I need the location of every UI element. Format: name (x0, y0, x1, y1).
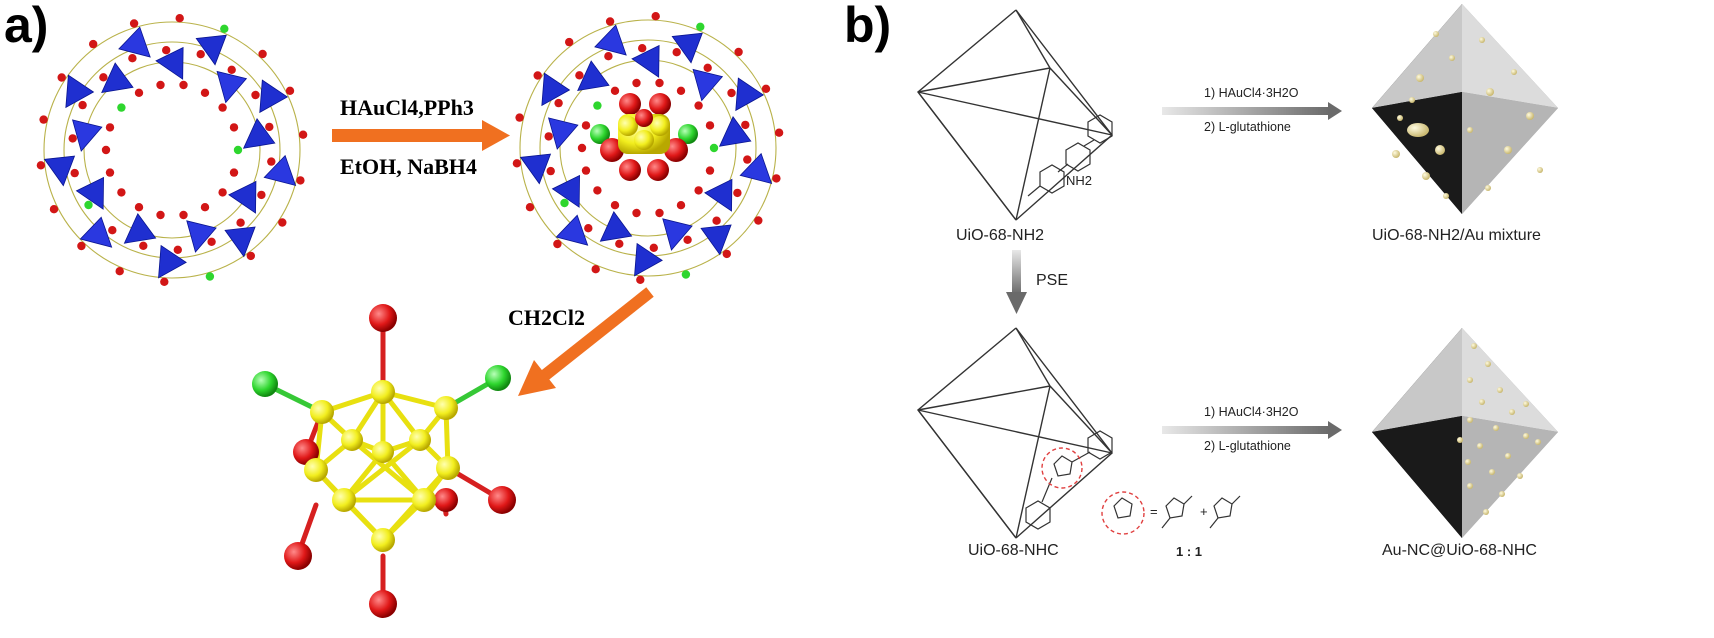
au-particles-bottom (1457, 343, 1541, 515)
arrow-bottom-step2: 2) L-glutathione (1204, 439, 1291, 453)
svg-text:+: + (1200, 504, 1208, 519)
solvent-label: CH2Cl2 (508, 305, 585, 330)
mof-framework-empty (36, 14, 308, 286)
arrow-bottom-step1: 1) HAuCl4·3H2O (1204, 405, 1299, 419)
gray-arrow-bottom (1162, 421, 1342, 439)
pse-label: PSE (1036, 272, 1068, 289)
oxygen-atoms-group-1 (36, 14, 308, 286)
nh2-label: NH2 (1066, 173, 1092, 188)
panel-b-label: b) (844, 0, 891, 53)
uio-nh2-au-label: UiO-68-NH2/Au mixture (1372, 227, 1541, 244)
tetrahedra-group-1 (43, 26, 297, 279)
ratio-label: 1 : 1 (1176, 544, 1202, 559)
reagent-top-label: HAuCl4,PPh3 (340, 95, 474, 120)
uio-nh2-label: UiO-68-NH2 (956, 227, 1044, 244)
au-particles-top (1392, 31, 1543, 199)
reaction-arrow-right (332, 120, 510, 151)
octahedron-uio-nh2: NH2 (917, 9, 1113, 221)
oxygen-atoms-group-2 (512, 12, 784, 284)
au-cluster-structure (252, 304, 516, 618)
octahedron-au-nc (1372, 328, 1558, 538)
au-nc-label: Au-NC@UiO-68-NHC (1382, 542, 1537, 559)
tetrahedra-group-2 (519, 24, 773, 277)
arrow-top-step2: 2) L-glutathione (1204, 120, 1291, 134)
carbene-equation: = + (1101, 491, 1241, 535)
reaction-arrow-diagonal (518, 287, 654, 396)
arrow-top-step1: 1) HAuCl4·3H2O (1204, 86, 1299, 100)
mof-framework-with-cluster (512, 12, 784, 284)
uio-nhc-label: UiO-68-NHC (968, 542, 1059, 559)
pse-arrow (1006, 250, 1027, 314)
octahedron-au-mixture (1372, 4, 1558, 214)
octahedron-uio-nhc (917, 327, 1113, 539)
svg-text:=: = (1150, 504, 1158, 519)
gray-arrow-top (1162, 102, 1342, 120)
reagent-bottom-label: EtOH, NaBH4 (340, 154, 477, 179)
panel-a-label: a) (4, 0, 48, 53)
encapsulated-gold-cluster (590, 93, 698, 181)
